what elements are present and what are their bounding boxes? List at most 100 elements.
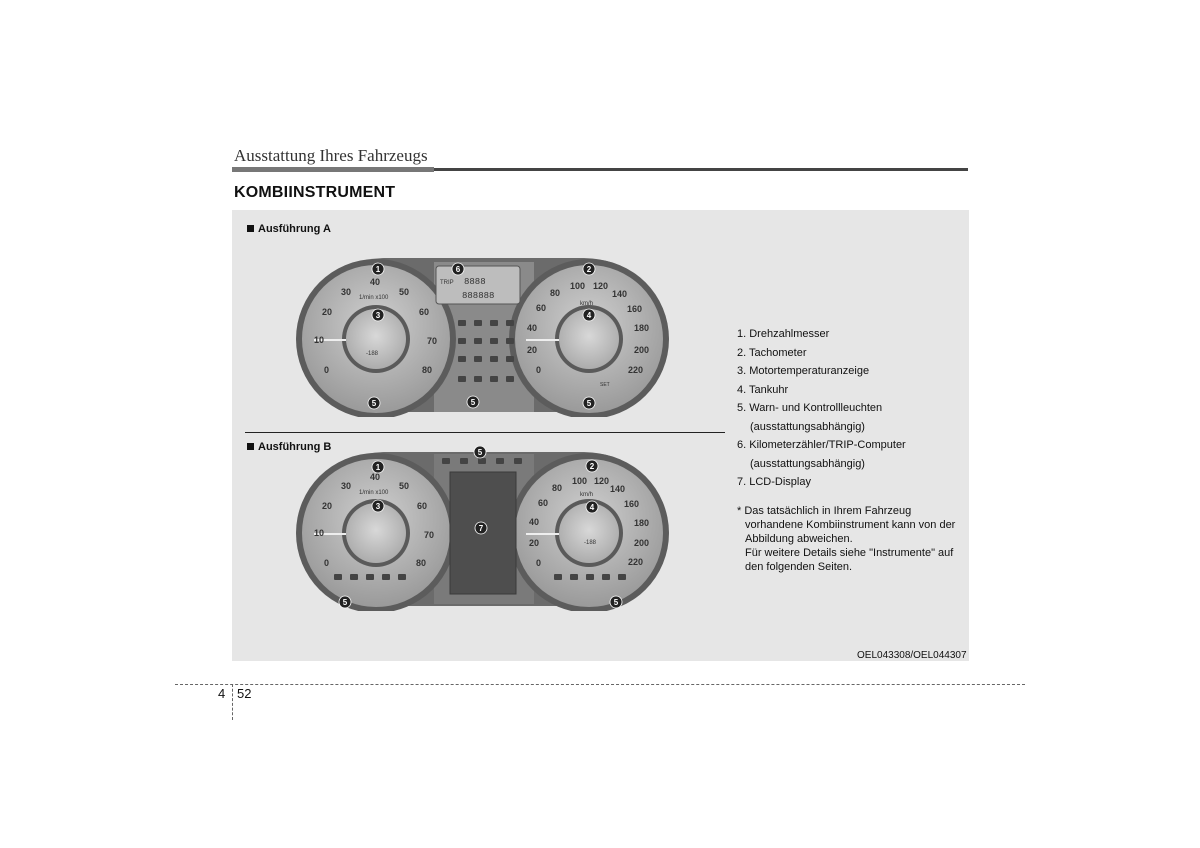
footer-separator xyxy=(232,684,233,720)
callout-5: 5 xyxy=(478,448,483,457)
speedo-tick-label: 100 xyxy=(572,476,587,486)
footnote-line: * Das tatsächlich in Ihrem Fahrzeug xyxy=(737,505,912,517)
legend-item: 4. Tankuhr xyxy=(737,383,789,396)
variant-b-label: Ausführung B xyxy=(247,441,331,453)
speedo-tick-label: 160 xyxy=(627,304,642,314)
legend-item: 6. Kilometerzähler/TRIP-Computer xyxy=(737,439,906,451)
tacho-tick-label: 20 xyxy=(322,501,332,511)
callout-7: 7 xyxy=(479,524,484,533)
speedo-tick-label: 140 xyxy=(610,484,625,494)
tacho-tick-label: 60 xyxy=(417,501,427,511)
title-rule-accent xyxy=(232,167,434,172)
speedo-tick-label: 0 xyxy=(536,558,541,568)
tacho-tick-label: 60 xyxy=(419,307,429,317)
tacho-tick-label: 70 xyxy=(427,336,437,346)
tacho-tick-label: 40 xyxy=(370,472,380,482)
speedo-tick-label: 180 xyxy=(634,323,649,333)
chapter-number: 4 xyxy=(218,686,226,701)
callout-3: 3 xyxy=(376,311,381,320)
tacho-tick-label: 50 xyxy=(399,287,409,297)
callout-5: 5 xyxy=(587,399,592,408)
tacho-tick-label: 20 xyxy=(322,307,332,317)
footnote-line: Für weitere Details siehe "Instrumente" … xyxy=(745,547,954,559)
tacho-tick-label: 50 xyxy=(399,481,409,491)
page-number: 52 xyxy=(237,686,252,701)
lcd-a-digits: 8888 xyxy=(464,277,486,287)
tacho-tick-label: 80 xyxy=(422,365,432,375)
speedo-unit: km/h xyxy=(580,492,593,498)
callout-5: 5 xyxy=(614,598,619,607)
tacho-tick-label: 0 xyxy=(324,558,329,568)
inner-lcd-small: -188 xyxy=(584,540,597,546)
callout-2: 2 xyxy=(590,462,595,471)
callout-3: 3 xyxy=(376,502,381,511)
speedo-tick-label: 120 xyxy=(594,476,609,486)
variant-a-label: Ausführung A xyxy=(247,223,331,235)
tacho-tick-label: 40 xyxy=(370,277,380,287)
instrument-cluster-b: 0 10 20 30 40 50 60 70 80 1/min x100 0 2… xyxy=(296,446,669,611)
instrument-cluster-a: 8888 888888 TRIP 0 10 20 30 40 50 60 70 … xyxy=(296,258,669,417)
variant-divider xyxy=(245,432,725,433)
bullet-square-icon xyxy=(247,443,254,450)
speedo-tick-label: 20 xyxy=(527,345,537,355)
speedo-tick-label: 220 xyxy=(628,365,643,375)
tacho-unit: 1/min x100 xyxy=(359,490,389,496)
tacho-unit: 1/min x100 xyxy=(359,295,389,301)
tacho-tick-label: 70 xyxy=(424,530,434,540)
speedo-tick-label: 140 xyxy=(612,289,627,299)
speedo-tick-label: 0 xyxy=(536,365,541,375)
footnote: * Das tatsächlich in Ihrem Fahrzeug vorh… xyxy=(737,504,977,574)
callout-6: 6 xyxy=(456,265,461,274)
legend-item-note: (ausstattungsabhängig) xyxy=(750,457,865,470)
speedo-tick-label: 60 xyxy=(538,498,548,508)
speedo-tick-label: 20 xyxy=(529,538,539,548)
tacho-tick-label: 30 xyxy=(341,287,351,297)
legend-list: 1. Drehzahlmesser 2. Tachometer 3. Motor… xyxy=(737,325,906,492)
footer-rule xyxy=(175,684,1025,685)
speedo-unit: km/h xyxy=(580,301,593,307)
lcd-a-digits2: 888888 xyxy=(462,291,494,301)
speedo-tick-label: 80 xyxy=(550,288,560,298)
tacho-tick-label: 30 xyxy=(341,481,351,491)
callout-4: 4 xyxy=(590,503,595,512)
speedo-tick-label: 80 xyxy=(552,483,562,493)
callout-5: 5 xyxy=(471,398,476,407)
speedo-tick-label: 160 xyxy=(624,499,639,509)
callout-2: 2 xyxy=(587,265,592,274)
legend-item-note: (ausstattungsabhängig) xyxy=(750,420,865,433)
tacho-tick-label: 10 xyxy=(314,528,324,538)
tacho-tick-label: 80 xyxy=(416,558,426,568)
legend-item: 2. Tachometer xyxy=(737,346,807,359)
footnote-line: den folgenden Seiten. xyxy=(745,561,853,573)
bullet-square-icon xyxy=(247,225,254,232)
figure-reference-code: OEL043308/OEL044307 xyxy=(857,650,967,661)
lcd-a-trip: TRIP xyxy=(440,280,454,286)
legend-item: 1. Drehzahlmesser xyxy=(737,328,830,340)
title-rule xyxy=(232,168,968,171)
tacho-tick-label: 0 xyxy=(324,365,329,375)
footnote-line: Abbildung abweichen. xyxy=(745,533,853,545)
speedo-tick-label: 180 xyxy=(634,518,649,528)
speedo-tick-label: 40 xyxy=(527,323,537,333)
speedo-tick-label: 120 xyxy=(593,281,608,291)
page-heading: KOMBIINSTRUMENT xyxy=(234,184,396,201)
legend-item: 7. LCD-Display xyxy=(737,476,811,488)
callout-1: 1 xyxy=(376,463,381,472)
speedo-tick-label: 200 xyxy=(634,538,649,548)
legend-item: 3. Motortemperaturanzeige xyxy=(737,365,870,377)
callout-4: 4 xyxy=(587,311,592,320)
speedo-tick-label: 100 xyxy=(570,281,585,291)
set-label: SET xyxy=(600,382,610,388)
footnote-line: vorhandene Kombiinstrument kann von der xyxy=(745,519,956,531)
speedo-tick-label: 220 xyxy=(628,557,643,567)
callout-5: 5 xyxy=(343,598,348,607)
inner-lcd-small: -188 xyxy=(366,351,379,357)
speedo-tick-label: 60 xyxy=(536,303,546,313)
section-title: Ausstattung Ihres Fahrzeugs xyxy=(234,146,428,165)
speedo-tick-label: 200 xyxy=(634,345,649,355)
tacho-tick-label: 10 xyxy=(314,335,324,345)
legend-item: 5. Warn- und Kontrollleuchten xyxy=(737,402,883,414)
callout-1: 1 xyxy=(376,265,381,274)
speedo-tick-label: 40 xyxy=(529,517,539,527)
callout-5: 5 xyxy=(372,399,377,408)
